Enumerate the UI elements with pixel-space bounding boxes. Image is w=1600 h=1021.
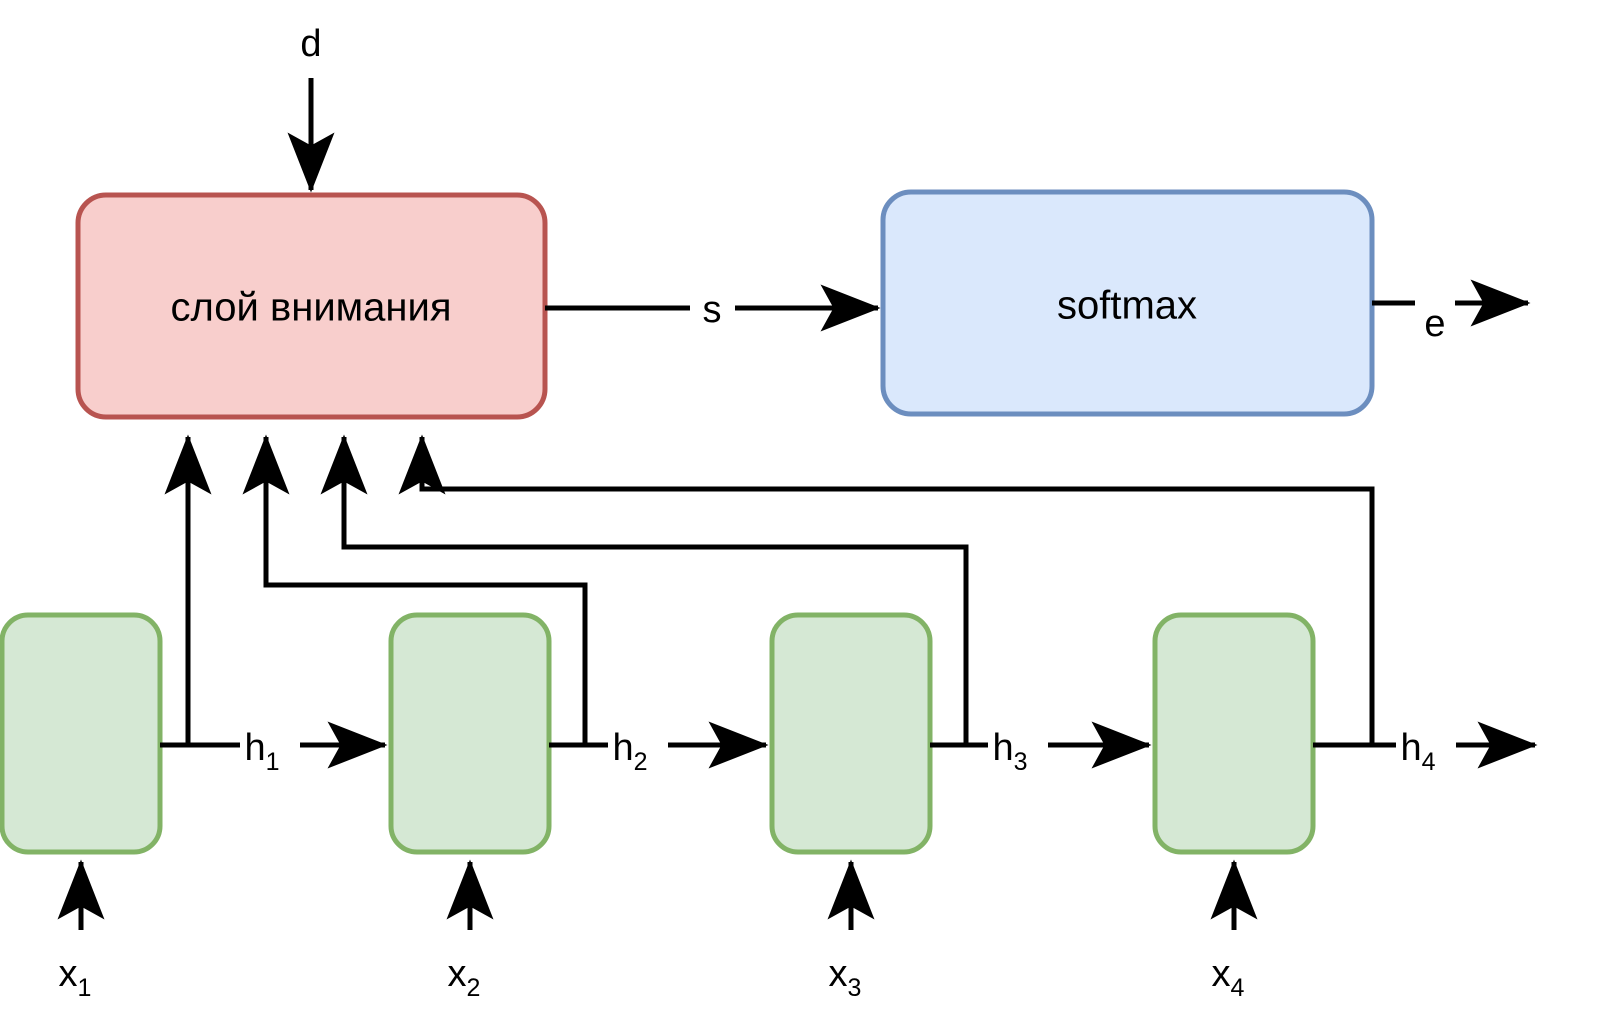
label-e: e	[1424, 303, 1445, 345]
label-x1-sub: 1	[78, 974, 92, 1002]
svg-text:h1: h1	[244, 727, 279, 776]
attention-layer-label: слой внимания	[170, 286, 451, 330]
rnn-cell-4[interactable]	[1152, 612, 1316, 855]
label-x1: x1	[59, 953, 92, 1002]
svg-text:h2: h2	[612, 727, 647, 776]
svg-text:x2: x2	[448, 953, 481, 1002]
label-x3-sub: 3	[848, 974, 862, 1002]
softmax-node[interactable]: softmax	[880, 189, 1375, 417]
rnn-cell-2-shape[interactable]	[388, 612, 552, 855]
label-h3-base: h	[992, 727, 1013, 769]
label-x2-base: x	[448, 953, 467, 995]
label-x4: x4	[1212, 953, 1245, 1002]
label-h3-sub: 3	[1014, 748, 1028, 776]
attention-layer-node[interactable]: слой внимания	[75, 192, 548, 420]
label-x4-sub: 4	[1231, 974, 1245, 1002]
softmax-label: softmax	[1057, 284, 1197, 328]
edge-h3-to-attention	[320, 434, 969, 745]
svg-text:h3: h3	[992, 727, 1027, 776]
label-x2: x2	[448, 953, 481, 1002]
svg-text:x1: x1	[59, 953, 92, 1002]
rnn-cell-4-shape[interactable]	[1152, 612, 1316, 855]
label-h2: h2	[612, 727, 647, 776]
label-x3-base: x	[829, 953, 848, 995]
label-h1-sub: 1	[266, 748, 280, 776]
label-x3: x3	[829, 953, 862, 1002]
rnn-cell-1-shape[interactable]	[0, 612, 163, 855]
rnn-cell-3-shape[interactable]	[769, 612, 933, 855]
label-h1: h1	[244, 727, 279, 776]
rnn-cell-3[interactable]	[769, 612, 933, 855]
label-h2-sub: 2	[634, 748, 648, 776]
label-h3: h3	[992, 727, 1027, 776]
label-x4-base: x	[1212, 953, 1231, 995]
label-d: d	[300, 23, 321, 65]
svg-text:x3: x3	[829, 953, 862, 1002]
svg-text:x4: x4	[1212, 953, 1245, 1002]
edge-h4-to-attention	[398, 434, 1375, 745]
edge-h2-to-attention	[242, 434, 588, 745]
rnn-cell-1[interactable]	[0, 612, 163, 855]
label-h4-base: h	[1400, 727, 1421, 769]
svg-text:h4: h4	[1400, 727, 1435, 776]
label-h4-sub: 4	[1422, 748, 1436, 776]
label-x2-sub: 2	[467, 974, 481, 1002]
label-h4: h4	[1400, 727, 1435, 776]
label-h2-base: h	[612, 727, 633, 769]
label-x1-base: x	[59, 953, 78, 995]
label-h1-base: h	[244, 727, 265, 769]
rnn-cell-2[interactable]	[388, 612, 552, 855]
label-s: s	[703, 289, 722, 331]
